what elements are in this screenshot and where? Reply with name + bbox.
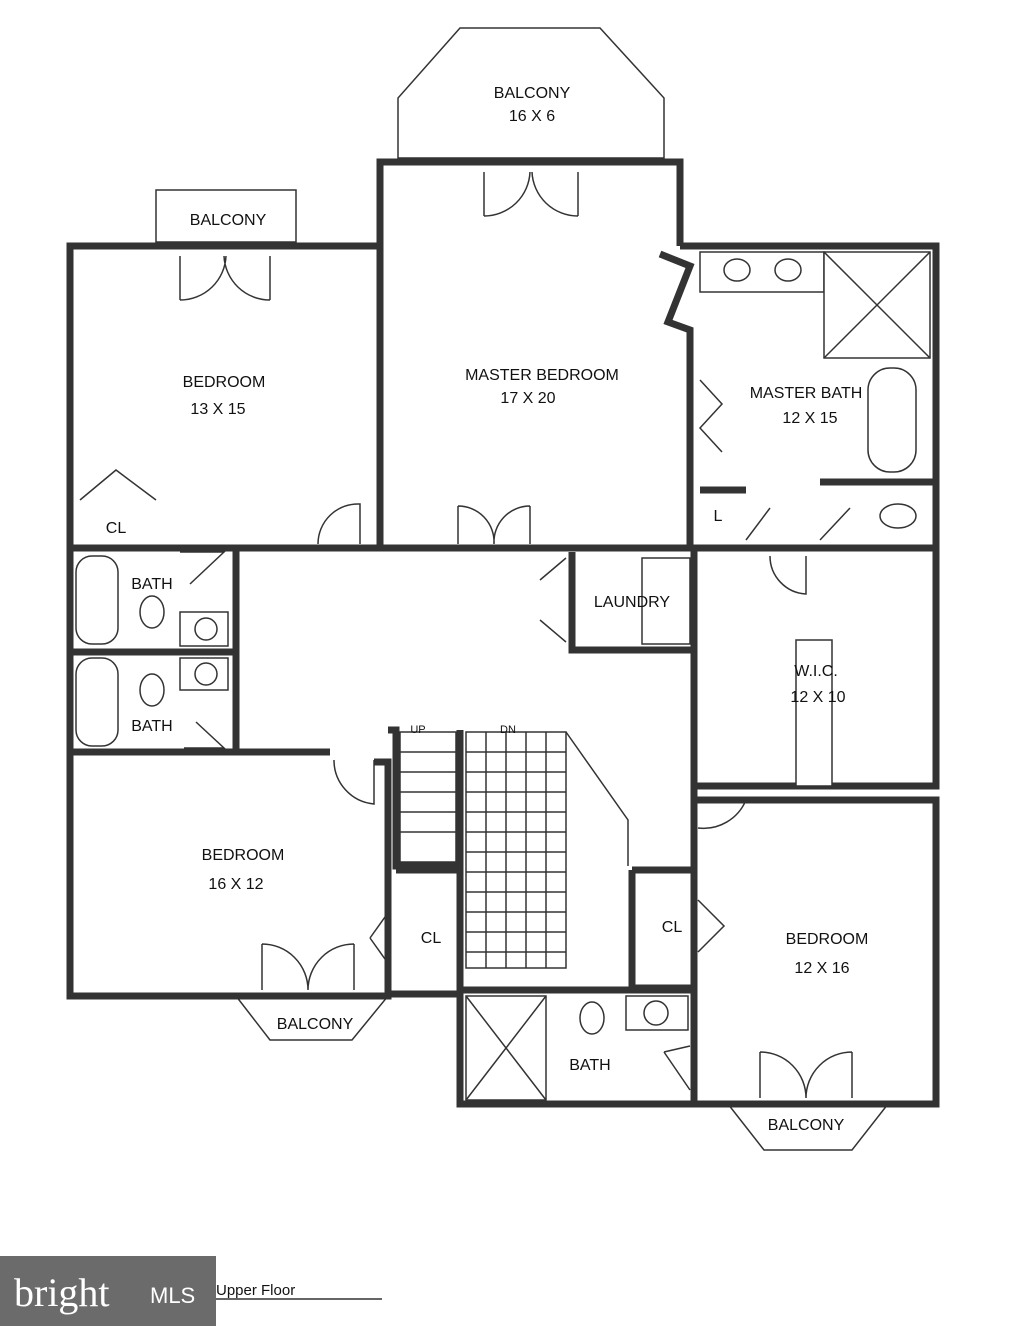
wic-name: W.I.C.	[794, 663, 838, 680]
toilet-icon	[139, 673, 165, 707]
bath-lower-name: BATH	[131, 718, 172, 735]
balcony-top-outline	[397, 27, 665, 159]
master-bath-name: MASTER BATH	[750, 385, 863, 402]
freestanding-tub-icon	[867, 367, 917, 473]
balcony-top-size: 16 X 6	[509, 108, 555, 125]
linen-name: L	[714, 508, 723, 525]
bathtub-icon	[75, 657, 119, 747]
toilet-icon	[879, 503, 917, 529]
fixtures	[75, 251, 931, 1101]
logo-brand: bright	[14, 1270, 110, 1315]
toilet-icon	[139, 595, 165, 629]
master-bedroom-size: 17 X 20	[500, 390, 555, 407]
washer-icon	[641, 557, 691, 645]
laundry-name: LAUNDRY	[594, 594, 671, 611]
balcony-se-name: BALCONY	[768, 1117, 845, 1134]
balcony-left-outline	[155, 189, 297, 243]
vanity-icon	[699, 251, 825, 293]
bedroom-nw-name: BEDROOM	[183, 374, 266, 391]
stair-treads	[399, 731, 629, 969]
bedroom-sw-size: 16 X 12	[208, 876, 263, 893]
stair-up-label: UP	[410, 724, 425, 736]
bath-south-name: BATH	[569, 1057, 610, 1074]
master-bedroom-name: MASTER BEDROOM	[465, 367, 619, 384]
bedroom-se-size: 12 X 16	[794, 960, 849, 977]
logo-suffix: MLS	[150, 1283, 195, 1308]
balcony-sw-name: BALCONY	[277, 1016, 354, 1033]
stair-down-label: DN	[500, 724, 516, 736]
bathtub-icon	[75, 555, 119, 645]
closet-se-name: CL	[662, 919, 683, 936]
doors	[79, 171, 853, 1099]
bedroom-nw-size: 13 X 15	[190, 401, 245, 418]
sink-icon	[723, 258, 751, 282]
bedroom-se-name: BEDROOM	[786, 931, 869, 948]
wic-island-icon	[795, 639, 833, 787]
closet-nw-name: CL	[106, 520, 127, 537]
floor-caption: Upper Floor	[216, 1282, 295, 1299]
toilet-icon	[579, 1001, 605, 1035]
closet-sw-name: CL	[421, 930, 442, 947]
balcony-left-name: BALCONY	[190, 212, 267, 229]
bright-mls-logo: bright MLS	[0, 1256, 216, 1326]
wic-size: 12 X 10	[790, 689, 845, 706]
bath-upper-name: BATH	[131, 576, 172, 593]
bedroom-sw-name: BEDROOM	[202, 847, 285, 864]
master-bath-size: 12 X 15	[782, 410, 837, 427]
balcony-top-name: BALCONY	[494, 85, 571, 102]
sink-icon	[774, 258, 802, 282]
